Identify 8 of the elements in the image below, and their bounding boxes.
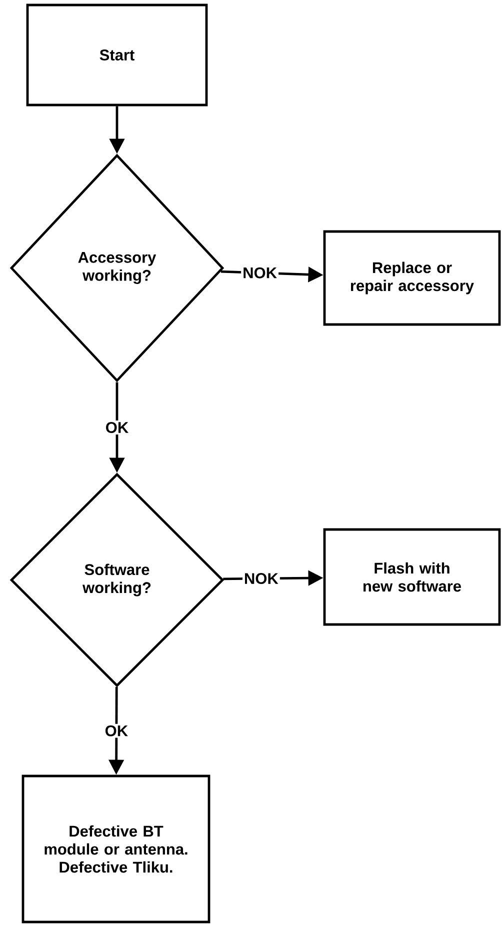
edge-label: NOK [242, 572, 280, 586]
edge-label: NOK [241, 266, 279, 280]
process-box: Flash with new software [323, 528, 501, 626]
process-box: Replace or repair accessory [323, 230, 501, 326]
process-box: Start [26, 4, 208, 106]
edge-label: OK [104, 420, 130, 434]
process-box: Defective BT module or antenna. Defective Tliku. [22, 774, 210, 924]
edge-label: OK [103, 724, 130, 738]
